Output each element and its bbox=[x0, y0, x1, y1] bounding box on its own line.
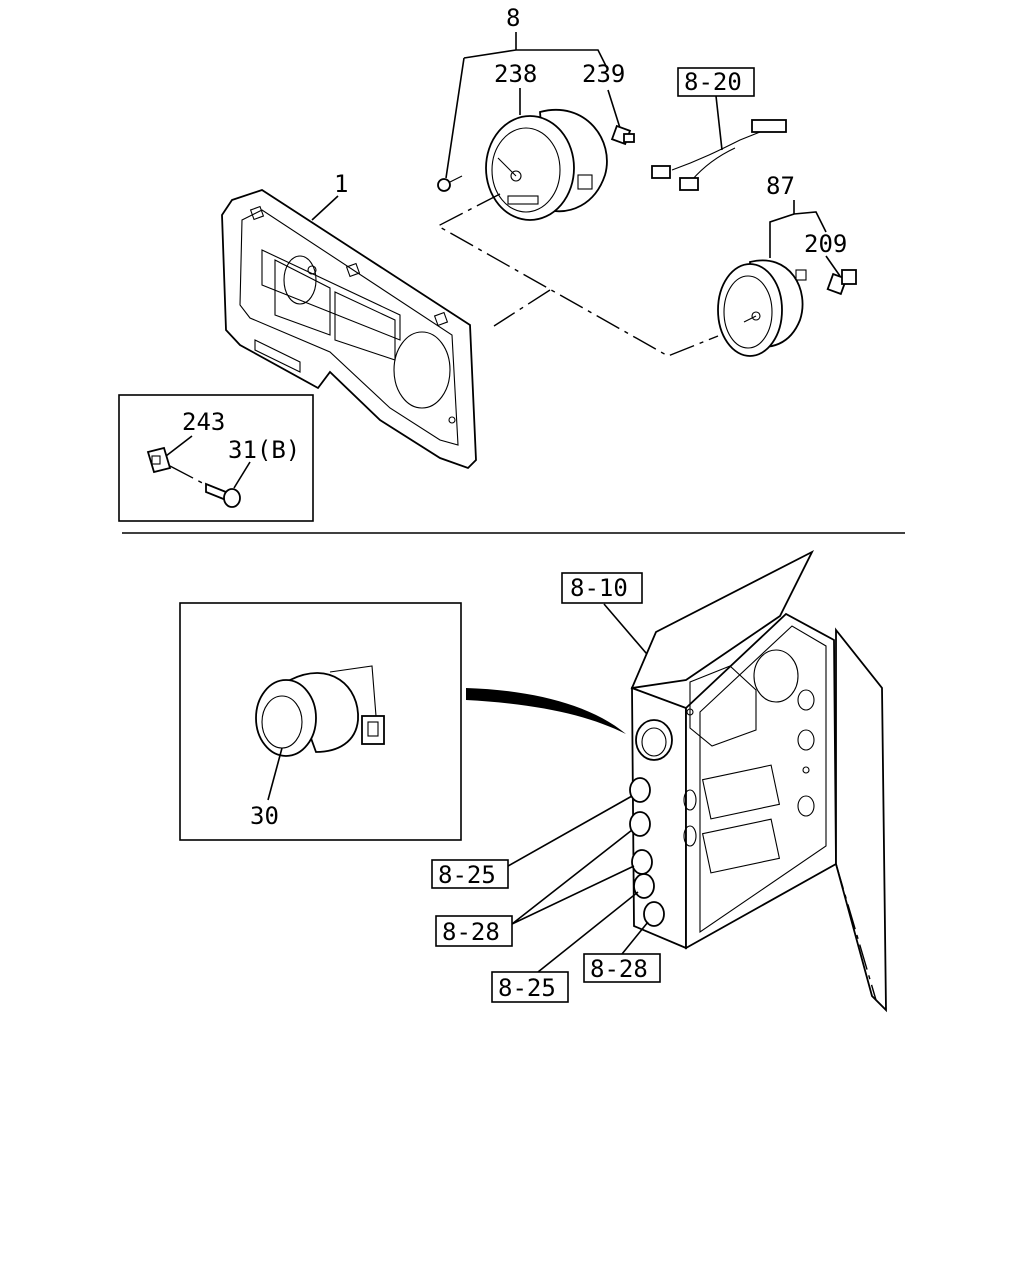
ref-box-harness bbox=[677, 67, 755, 97]
label-panel: 8-10 bbox=[570, 574, 628, 602]
wire-harness bbox=[651, 95, 787, 191]
clip-243 bbox=[146, 446, 172, 474]
leader-tachometer bbox=[445, 32, 621, 179]
leader-switch-b bbox=[511, 829, 635, 925]
label-switch-c: 8-25 bbox=[498, 974, 556, 1002]
leader-gauge-87 bbox=[769, 200, 841, 277]
ref-box-switch-c bbox=[491, 971, 569, 1003]
label-screw: 31(B) bbox=[228, 436, 300, 464]
leader-meter-30 bbox=[267, 747, 283, 801]
tachometer-gauge bbox=[485, 109, 608, 221]
control-box bbox=[629, 549, 887, 1013]
clip-screw-dash bbox=[169, 465, 213, 489]
leader-screw bbox=[233, 461, 251, 489]
bulb-239-socket bbox=[610, 124, 635, 146]
instrument-bezel bbox=[221, 189, 477, 470]
label-switch-b: 8-28 bbox=[442, 918, 500, 946]
ground-terminal bbox=[437, 175, 463, 192]
ref-box-switch-d bbox=[583, 953, 661, 983]
leader-switch-d bbox=[621, 921, 649, 955]
ref-box-panel bbox=[561, 572, 643, 604]
label-gauge-87: 87 bbox=[766, 172, 795, 200]
ref-box-switch-b bbox=[435, 915, 513, 947]
label-meter-30: 30 bbox=[250, 802, 279, 830]
label-tachometer: 8 bbox=[506, 4, 520, 32]
leader-clip bbox=[165, 435, 193, 457]
screw-31b bbox=[205, 482, 241, 508]
label-switch-a: 8-25 bbox=[438, 861, 496, 889]
label-bulb-209: 209 bbox=[804, 230, 847, 258]
detail-arrow bbox=[466, 688, 626, 734]
gauge-87 bbox=[717, 259, 807, 357]
label-harness: 8-20 bbox=[684, 68, 742, 96]
label-switch-d: 8-28 bbox=[590, 955, 648, 983]
ref-box-switch-a bbox=[431, 859, 509, 889]
label-bezel: 1 bbox=[334, 170, 348, 198]
label-bulb-239: 239 bbox=[582, 60, 625, 88]
leader-switch-c bbox=[537, 891, 639, 973]
leader-panel bbox=[603, 603, 653, 661]
label-bulb-238: 238 bbox=[494, 60, 537, 88]
meter-30 bbox=[255, 665, 385, 757]
assembly-dash-line bbox=[436, 193, 719, 357]
leader-bezel bbox=[311, 195, 339, 221]
leader-switch-a bbox=[507, 795, 633, 867]
bulb-209-socket bbox=[826, 269, 857, 296]
label-clip: 243 bbox=[182, 408, 225, 436]
